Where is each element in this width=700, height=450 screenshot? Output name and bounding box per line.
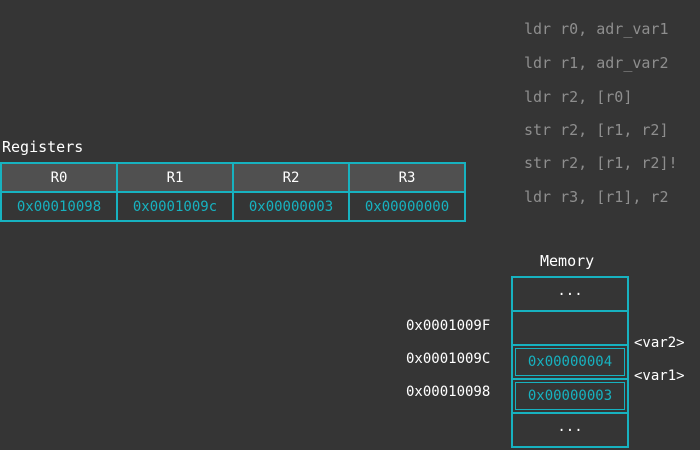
memory-cell-var1: 0x00000003 (513, 380, 627, 414)
memory-address-10098: 0x00010098 (406, 384, 491, 400)
memory-address-1009c: 0x0001009C (406, 351, 491, 367)
register-header-r0: R0 (0, 162, 118, 193)
registers-table: R0 R1 R2 R3 0x00010098 0x0001009c 0x0000… (0, 162, 466, 222)
register-header-r2: R2 (232, 162, 350, 193)
memory-address-1009f: 0x0001009F (406, 318, 491, 334)
memory-cell-var2: 0x00000004 (513, 346, 627, 380)
register-header-r3: R3 (348, 162, 466, 193)
registers-header-row: R0 R1 R2 R3 (0, 162, 466, 193)
code-line-4: str r2, [r1, r2] (524, 121, 669, 139)
code-line-1: ldr r0, adr_var1 (524, 20, 669, 38)
memory-column: ... 0x00000004 0x00000003 ... (511, 276, 629, 448)
registers-value-row: 0x00010098 0x0001009c 0x00000003 0x00000… (0, 191, 466, 222)
code-line-6: ldr r3, [r1], r2 (524, 188, 669, 206)
code-line-5: str r2, [r1, r2]! (524, 154, 678, 172)
register-value-r3: 0x00000000 (348, 191, 466, 222)
register-header-r1: R1 (116, 162, 234, 193)
memory-title: Memory (540, 252, 595, 270)
memory-cell-top-ellipsis: ... (513, 278, 627, 312)
memory-label-var2: <var2> (634, 335, 685, 351)
code-line-3: ldr r2, [r0] (524, 88, 633, 106)
memory-label-var1: <var1> (634, 368, 685, 384)
code-line-2: ldr r1, adr_var2 (524, 54, 669, 72)
registers-title: Registers (2, 138, 84, 156)
register-value-r2: 0x00000003 (232, 191, 350, 222)
memory-cell-empty (513, 312, 627, 346)
memory-cell-bottom-ellipsis: ... (513, 414, 627, 448)
register-value-r1: 0x0001009c (116, 191, 234, 222)
register-value-r0: 0x00010098 (0, 191, 118, 222)
